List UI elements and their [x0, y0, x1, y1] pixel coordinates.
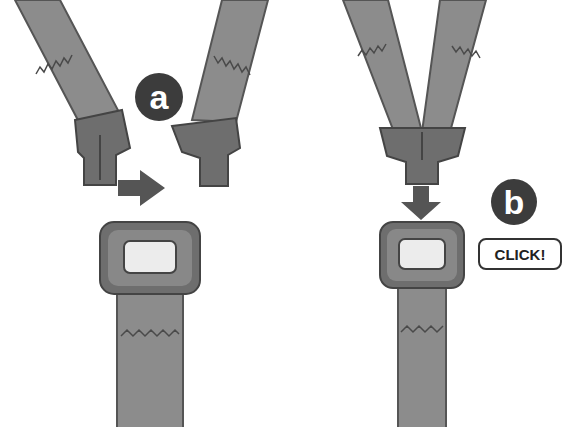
strap-stitching [452, 46, 480, 58]
strap-stitching [358, 44, 386, 56]
sound-label-box: CLICK! [478, 238, 562, 270]
circle-fill [491, 179, 537, 225]
buckle-tongue [75, 110, 130, 185]
harness-strap [117, 290, 183, 427]
buckle-face [387, 229, 457, 281]
buckle-button [399, 239, 445, 269]
tongue-seam [421, 132, 423, 160]
step-letter-text: b [504, 185, 525, 219]
circle-fill [135, 73, 183, 121]
buckle-body [380, 222, 464, 288]
step-letter: b [490, 178, 538, 226]
harness-strap [192, 0, 268, 122]
harness-strap [422, 0, 486, 132]
harness-strap [398, 285, 446, 427]
buckle-tongue [172, 118, 240, 186]
buckle-body [100, 222, 200, 294]
strap-stitching [214, 56, 250, 75]
tongue-slot [99, 135, 101, 180]
direction-arrow [401, 186, 441, 220]
sound-label: CLICK! [495, 247, 546, 262]
strap-stitching [36, 55, 72, 74]
strap-stitching [401, 326, 443, 332]
buckle-tongue [380, 128, 465, 184]
direction-arrow [118, 170, 165, 206]
harness-strap [15, 0, 120, 124]
step-letter: a [134, 72, 184, 122]
harness-strap [343, 0, 422, 132]
strap-stitching [121, 330, 179, 336]
buckle-button [124, 241, 176, 273]
buckle-face [108, 230, 192, 286]
step-letter-text: a [150, 80, 169, 114]
